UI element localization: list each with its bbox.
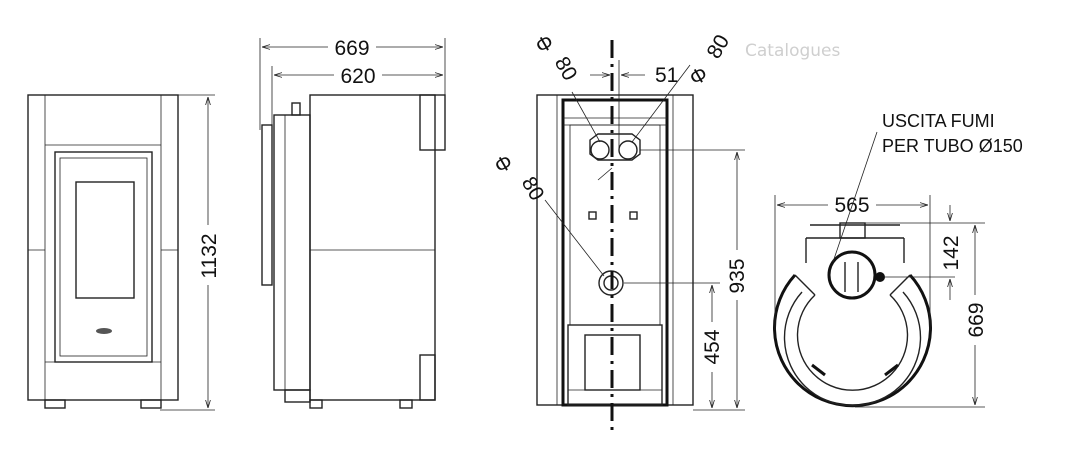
outlet-height-dimension-label: 935 xyxy=(726,258,749,293)
inlet-height-dimension-label: 454 xyxy=(701,329,724,364)
body-depth-dimension-label: 620 xyxy=(340,65,375,88)
flue-outlet-note-line2: PER TUBO Ø150 xyxy=(882,136,1023,156)
diameter-symbol-lower: Φ xyxy=(491,150,517,178)
diameter-symbol-right-top: Φ xyxy=(686,62,712,90)
diameter-symbol-left-top: Φ xyxy=(532,30,558,58)
top-depth-dimension-label: 669 xyxy=(965,302,988,337)
front-view: 1132 xyxy=(27,94,221,411)
side-view: 669 620 xyxy=(259,36,446,409)
total-depth-dimension-label: 669 xyxy=(334,37,369,60)
flue-offset-dimension-label: 142 xyxy=(940,235,963,270)
center-offset-dimension-label: 51 xyxy=(655,64,678,87)
watermark: Catalogues xyxy=(745,41,841,61)
height-dimension-label: 1132 xyxy=(198,233,221,278)
diameter-left-top-label: 80 xyxy=(550,53,582,85)
diameter-lower-label: 80 xyxy=(517,173,549,205)
flue-outlet-note-line1: USCITA FUMI xyxy=(882,111,995,131)
top-view: 565 142 669 USCITA FUMI PER TUBO Ø150 xyxy=(773,111,1023,408)
back-view: 51 935 454 Φ 80 Φ 80 Φ 80 xyxy=(491,30,749,435)
diameter-right-top-label: 80 xyxy=(703,31,735,63)
